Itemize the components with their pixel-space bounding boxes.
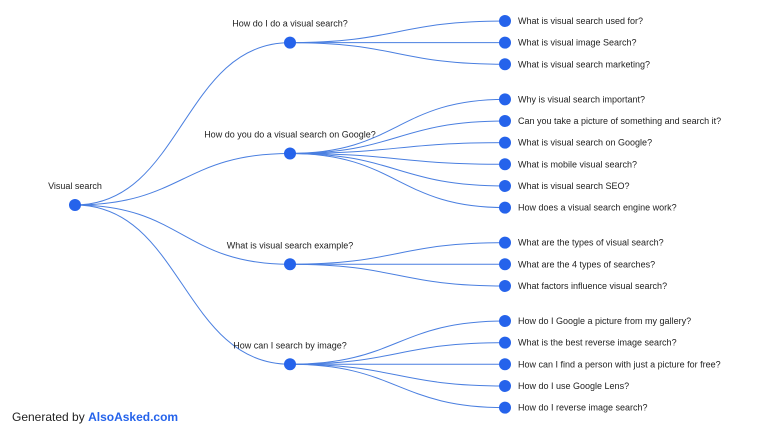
link-branch-to-leaf xyxy=(289,152,506,165)
leaf-question-label: What is visual search on Google? xyxy=(518,138,652,148)
leaf-question-node[interactable] xyxy=(499,115,511,127)
leaf-question-node[interactable] xyxy=(499,58,511,71)
leaf-question-label: What is visual search marketing? xyxy=(518,59,650,69)
leaf-question-label: What is visual search SEO? xyxy=(518,181,630,191)
link-branch-to-leaf xyxy=(289,263,506,287)
leaf-question-node[interactable] xyxy=(499,401,511,414)
leaf-question-node[interactable] xyxy=(499,315,511,327)
leaf-question-label: How do I reverse image search? xyxy=(518,403,648,413)
link-branch-to-leaf xyxy=(289,320,506,365)
leaf-question-node[interactable] xyxy=(499,36,511,49)
leaf-question-label: How can I find a person with just a pict… xyxy=(518,359,721,369)
link-branch-to-leaf xyxy=(289,363,506,387)
branch-question-node[interactable] xyxy=(284,258,296,271)
leaf-question-label: Why is visual search important? xyxy=(518,94,645,104)
leaf-question-node[interactable] xyxy=(499,336,511,349)
leaf-question-node[interactable] xyxy=(499,158,511,171)
tree-labels: What is visual search used for? What is v… xyxy=(48,16,721,413)
leaf-question-label: What factors influence visual search? xyxy=(518,281,667,291)
branch-question-label: What is visual search example? xyxy=(227,240,354,250)
link-branch-to-leaf xyxy=(289,20,506,44)
leaf-question-label: How do I use Google Lens? xyxy=(518,381,629,391)
leaf-question-node[interactable] xyxy=(499,93,511,106)
footer-prefix: Generated by xyxy=(12,410,89,424)
link-branch-to-leaf xyxy=(289,342,506,365)
link-branch-to-leaf xyxy=(289,152,506,209)
leaf-question-node[interactable] xyxy=(499,358,511,371)
tree-links xyxy=(74,20,506,409)
link-branch-to-leaf xyxy=(289,98,506,154)
root-topic-label: Visual search xyxy=(48,181,102,191)
link-branch-to-leaf xyxy=(289,242,506,265)
leaf-question-node[interactable] xyxy=(499,379,511,392)
link-root-to-branch xyxy=(74,152,291,206)
branch-question-label: How do I do a visual search? xyxy=(232,19,348,29)
leaf-question-label: What are the 4 types of searches? xyxy=(518,259,655,269)
leaf-question-label: Can you take a picture of something and … xyxy=(518,116,721,126)
leaf-question-node[interactable] xyxy=(499,201,511,214)
leaf-question-node[interactable] xyxy=(499,258,511,271)
link-branch-to-leaf xyxy=(289,363,506,409)
link-branch-to-leaf xyxy=(289,152,506,187)
leaf-question-label: What is visual image Search? xyxy=(518,38,637,48)
link-root-to-branch xyxy=(74,42,291,206)
link-root-to-branch xyxy=(74,204,291,365)
root-topic-node[interactable] xyxy=(69,199,81,211)
link-branch-to-leaf xyxy=(289,120,506,154)
branch-question-node[interactable] xyxy=(284,147,296,160)
branch-question-label: How do you do a visual search on Google? xyxy=(204,129,376,139)
leaf-question-node[interactable] xyxy=(499,179,511,192)
leaf-question-label: How does a visual search engine work? xyxy=(518,203,677,213)
branch-question-label: How can I search by image? xyxy=(233,340,347,350)
leaf-question-label: What are the types of visual search? xyxy=(518,238,664,248)
alsoasked-brand-link[interactable]: AlsoAsked.com xyxy=(88,410,179,424)
leaf-question-node[interactable] xyxy=(499,236,511,249)
leaf-question-label: How do I Google a picture from my galler… xyxy=(518,316,691,326)
leaf-question-node[interactable] xyxy=(499,279,511,292)
link-branch-to-leaf xyxy=(289,142,506,154)
link-branch-to-leaf xyxy=(289,42,506,65)
branch-question-node[interactable] xyxy=(284,358,296,371)
leaf-question-label: What is the best reverse image search? xyxy=(518,338,677,348)
generated-by-footer: Generated by AlsoAsked.com xyxy=(12,410,178,424)
tree-nodes xyxy=(69,15,511,414)
leaf-question-label: What is mobile visual search? xyxy=(518,159,637,169)
leaf-question-node[interactable] xyxy=(499,136,511,149)
branch-question-node[interactable] xyxy=(284,36,296,49)
link-root-to-branch xyxy=(74,204,291,265)
leaf-question-node[interactable] xyxy=(499,15,511,27)
leaf-question-label: What is visual search used for? xyxy=(518,16,643,26)
